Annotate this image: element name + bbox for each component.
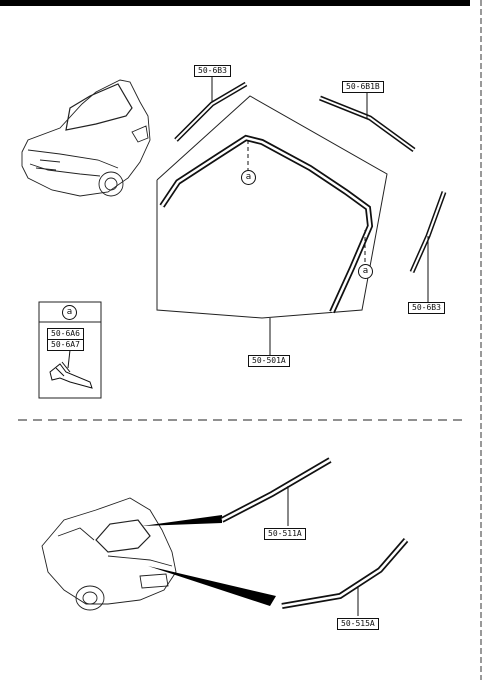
part-label-6b3-top: 50-6B3 [194, 65, 231, 77]
inset-part-label-2: 50-6A7 [47, 339, 84, 351]
pointer-wedge-lower [148, 566, 276, 606]
part-label-6b3-right: 50-6B3 [408, 302, 445, 314]
windshield-molding-inner [160, 136, 372, 313]
molding-strip-6b1b-inner [319, 97, 415, 151]
part-label-511a: 50-511A [264, 528, 306, 540]
molding-strip-6b3-top-inner [175, 83, 247, 141]
top-bar [0, 0, 470, 6]
inset-callout-a: a [62, 305, 77, 320]
rear-car-illustration [41, 497, 177, 611]
group-outline [156, 95, 388, 319]
callout-a-top: a [241, 170, 256, 185]
windshield-molding [159, 134, 374, 314]
front-car-illustration [21, 79, 151, 197]
molding-strip-515a-inner [281, 539, 407, 608]
clip-drawing [49, 349, 93, 389]
part-label-6b1b: 50-6B1B [342, 81, 384, 93]
part-label-501a: 50-501A [248, 355, 290, 367]
pointer-wedge-upper [142, 515, 222, 526]
molding-strip-511a-inner [221, 458, 331, 522]
callout-a-right: a [358, 264, 373, 279]
part-label-515a: 50-515A [337, 618, 379, 630]
molding-strip-515a [281, 538, 409, 609]
